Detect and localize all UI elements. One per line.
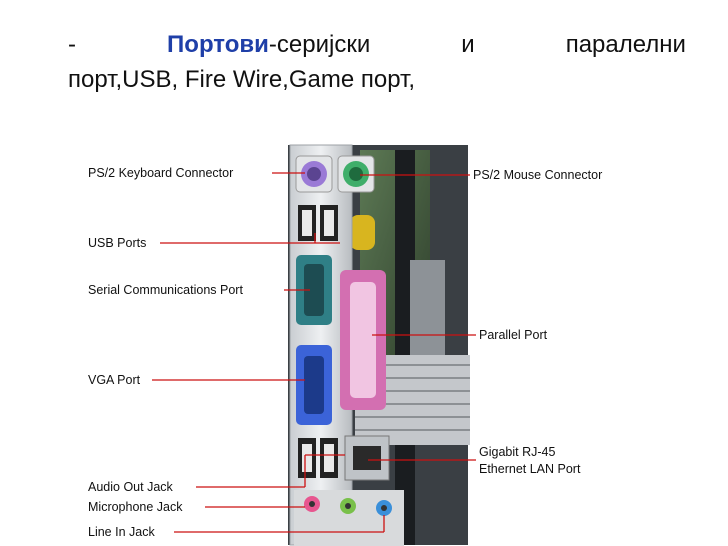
label-lan-line1: Gigabit RJ-45 [479, 445, 555, 459]
bullet-dash: - [68, 31, 76, 58]
highlight-word: Портови [167, 31, 269, 58]
ps2-mouse-port [337, 155, 375, 193]
serial-port [296, 255, 332, 325]
usb-ports [298, 205, 338, 241]
text-fragment: Портови-серијски [167, 28, 370, 63]
label-ps2-keyboard: PS/2 Keyboard Connector [88, 166, 233, 180]
audio-jacks [294, 490, 404, 546]
text-line-1: - Портови-серијски и паралелни [68, 28, 686, 63]
text-rest: -серијски [268, 31, 371, 58]
label-microphone: Microphone Jack [88, 500, 183, 514]
ps2-keyboard-port [295, 155, 333, 193]
text-word: паралелни [565, 31, 686, 58]
label-audio-out: Audio Out Jack [88, 480, 174, 494]
vga-port [296, 345, 332, 425]
label-usb-ports: USB Ports [88, 236, 146, 250]
label-serial-port: Serial Communications Port [88, 283, 243, 297]
parallel-port [340, 270, 386, 410]
label-line-in: Line In Jack [88, 525, 155, 539]
label-vga-port: VGA Port [88, 373, 141, 387]
leader-lines [152, 172, 476, 533]
label-parallel-port: Parallel Port [479, 328, 548, 342]
usb-lan-stack [298, 435, 390, 481]
text-line-2: порт,USB, Fire Wire,Game порт, [68, 65, 416, 93]
label-ps2-mouse: PS/2 Mouse Connector [473, 168, 602, 182]
slide-text: - Портови-серијски и паралелни порт,USB,… [68, 28, 686, 98]
label-lan-line2: Ethernet LAN Port [479, 462, 581, 476]
text-word: и [461, 31, 475, 58]
